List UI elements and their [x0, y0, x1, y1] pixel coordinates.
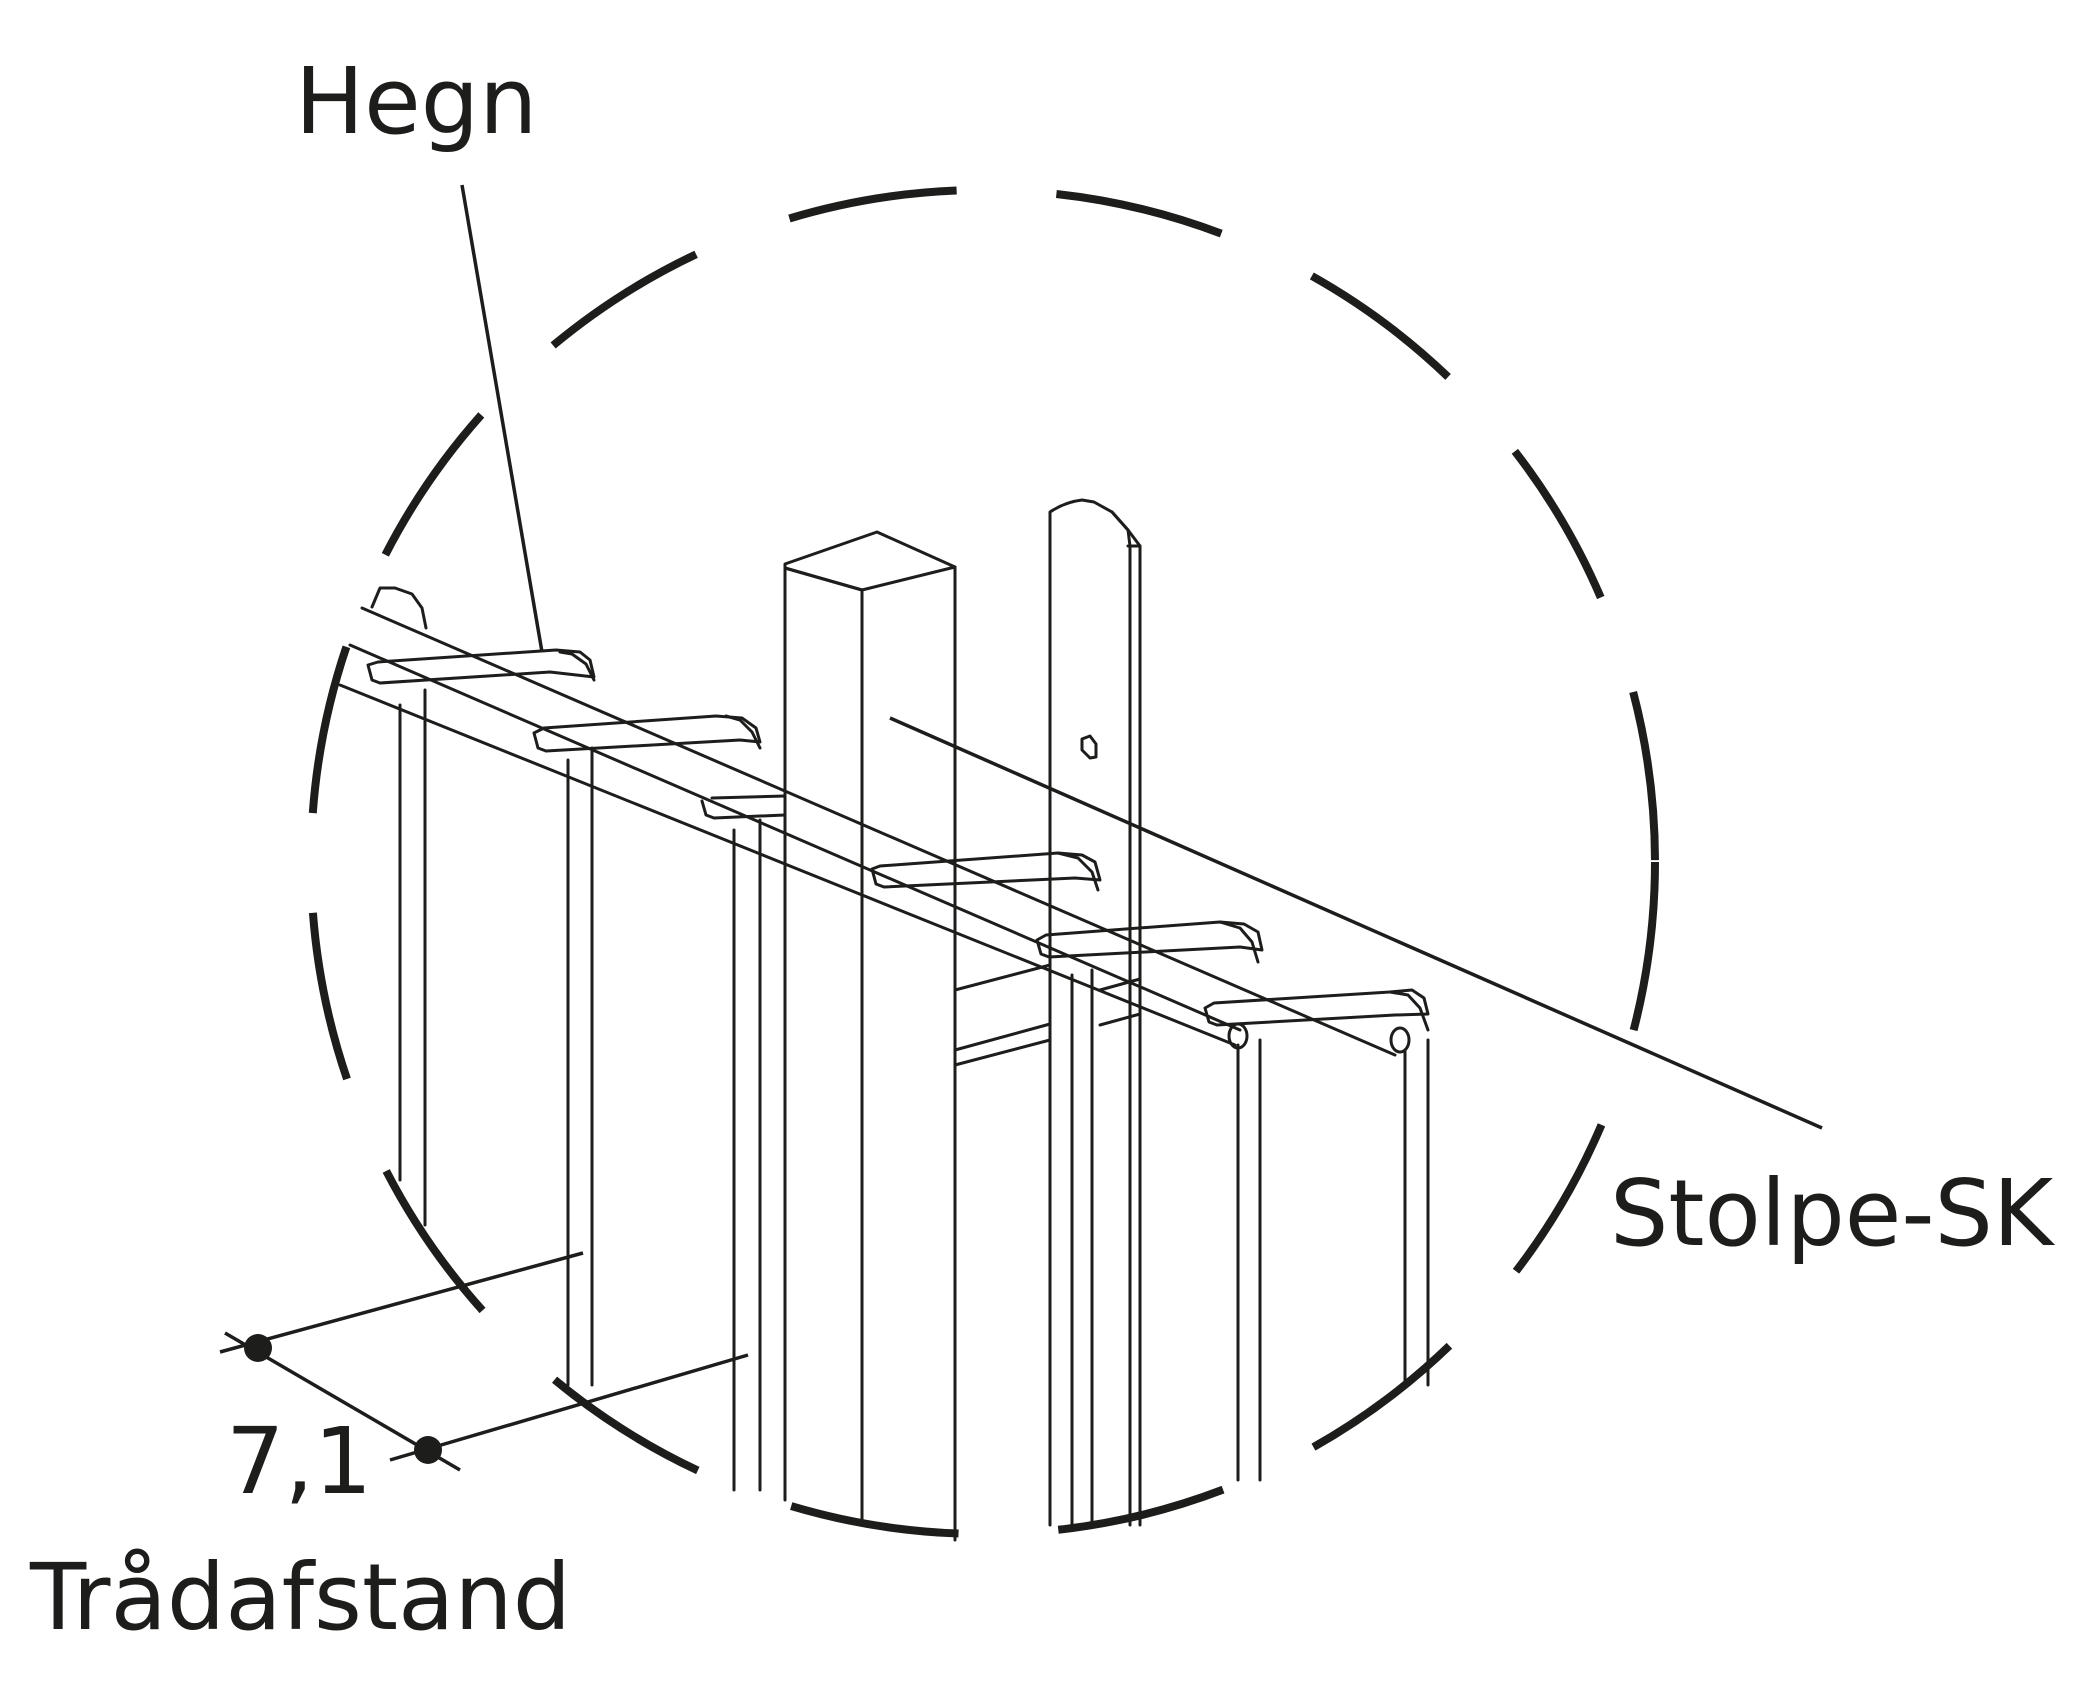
square-post	[783, 530, 957, 1542]
wire-spacing-dimension	[219, 1251, 749, 1472]
post-label: Stolpe-SK	[1610, 1160, 2054, 1267]
fence-leader-line	[460, 184, 544, 653]
fence-longitudinal-wires	[338, 606, 1397, 1057]
fence-vertical-wires	[398, 688, 1430, 1527]
post-leader-line	[889, 716, 1823, 1130]
wire-spacing-value: 7,1	[226, 1408, 373, 1515]
detail-circle-dashed	[307, 186, 1659, 1538]
fence-cross-wires	[366, 586, 1430, 1054]
flat-post	[953, 498, 1142, 1527]
fence-label: Hegn	[295, 48, 538, 155]
wire-spacing-label: Trådafstand	[30, 1544, 572, 1651]
